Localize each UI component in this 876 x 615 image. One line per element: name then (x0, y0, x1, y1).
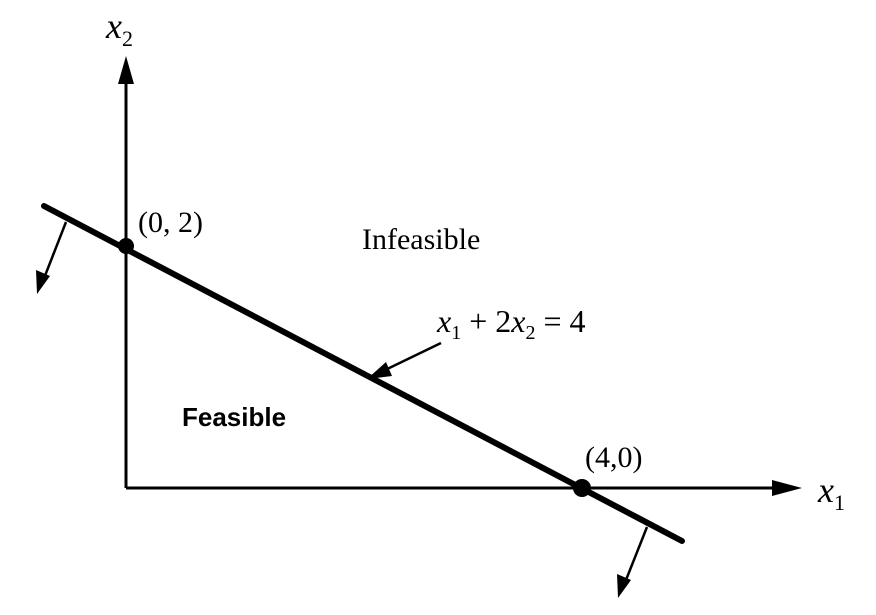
point-label-4-0: (4,0) (585, 441, 643, 474)
point-4-0 (573, 479, 591, 497)
eq-var-1: x (437, 303, 452, 339)
y-axis-label: x2 (106, 8, 133, 50)
feasible-label: Feasible (182, 402, 287, 432)
eq-sub-2: 2 (525, 322, 536, 344)
y-axis-arrowhead (118, 56, 134, 84)
x-axis-sub: 1 (833, 490, 845, 515)
point-label-0-2: (0, 2) (138, 206, 203, 239)
infeasible-label: Infeasible (362, 223, 481, 256)
eq-mid: + 2 (461, 303, 512, 339)
y-axis-var: x (106, 6, 122, 46)
point-0-2 (118, 238, 134, 254)
equation-pointer-arrowhead (367, 362, 392, 379)
eq-sub-1: 1 (451, 322, 462, 344)
eq-var-2: x (511, 303, 526, 339)
x-axis-arrowhead (772, 480, 802, 496)
direction-arrowhead-left (36, 270, 50, 294)
equation-pointer-arrow (380, 341, 442, 374)
y-axis-sub: 2 (121, 26, 133, 51)
constraint-equation: x1 + 2x2 = 4 (437, 305, 586, 343)
x-axis-var: x (818, 470, 834, 510)
direction-arrowhead-right (617, 574, 631, 598)
x-axis-label: x1 (818, 472, 845, 514)
eq-rhs: = 4 (535, 303, 586, 339)
